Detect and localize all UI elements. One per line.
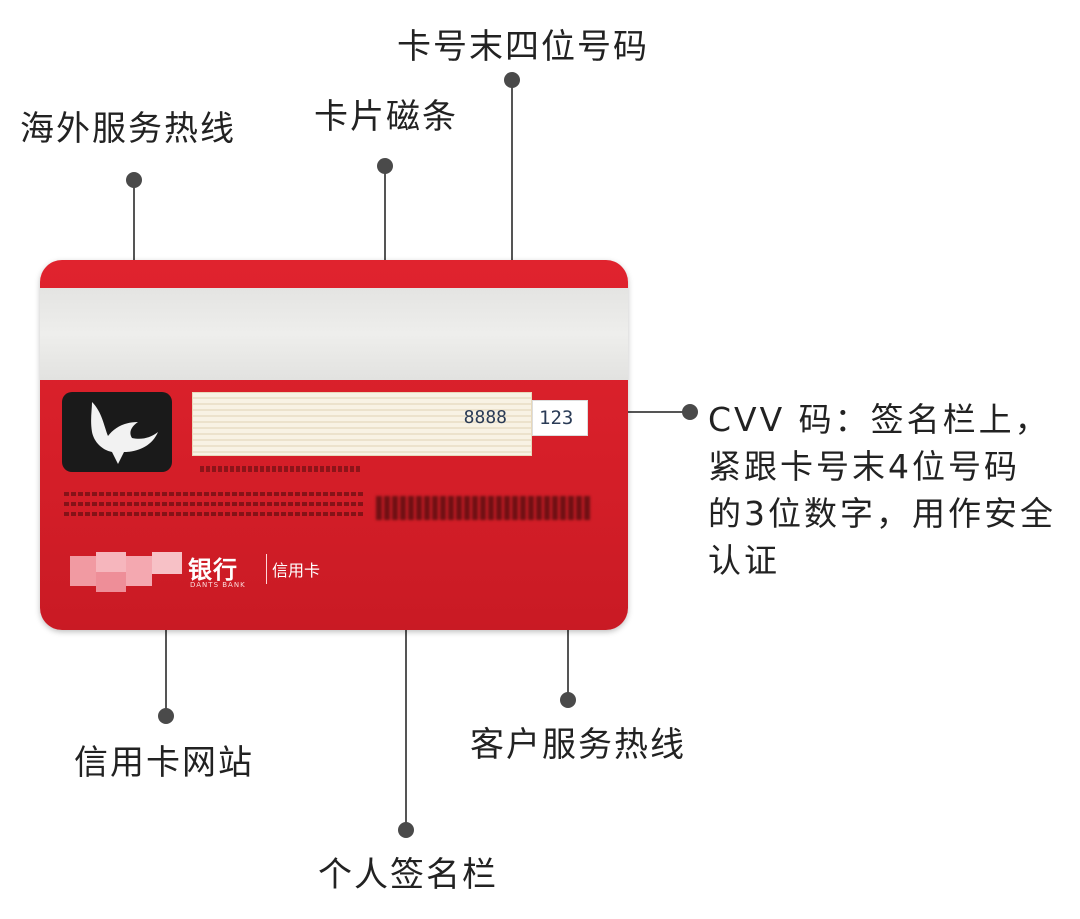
card-product-name: 信用卡 — [272, 561, 321, 580]
cvv-digits: 123 — [539, 407, 574, 429]
label-overseas-hotline: 海外服务热线 — [20, 109, 236, 149]
cvv-explanation: CVV 码：签名栏上， 紧跟卡号末4位号码 的3位数字，用作安全 认证 — [708, 396, 1056, 584]
dot-overseas-hotline — [126, 172, 142, 188]
dot-last4 — [504, 72, 520, 88]
bank-subtitle: DANTS BANK — [190, 581, 246, 589]
card-last4-digits: 8888 — [463, 407, 507, 428]
fine-print-line — [64, 502, 364, 506]
cvv-note-line: 紧跟卡号末4位号码 — [708, 447, 1020, 486]
fine-print-line — [64, 512, 364, 516]
dot-customer-hotline — [560, 692, 576, 708]
label-card-website: 信用卡网站 — [74, 743, 254, 783]
dot-cvv — [682, 404, 698, 420]
hotline-number-printed — [376, 496, 592, 520]
label-magnetic-stripe: 卡片磁条 — [314, 97, 458, 137]
signature-panel: 8888 — [192, 392, 532, 456]
label-signature-panel: 个人签名栏 — [318, 855, 498, 895]
brand-divider — [266, 554, 267, 584]
cvv-note-line: CVV 码：签名栏上， — [708, 400, 1051, 439]
credit-card-back: 8888 123 银行 DANTS BANK 信用卡 — [40, 260, 628, 630]
cvv-note-line: 的3位数字，用作安全 — [708, 494, 1056, 533]
cvv-note-line: 认证 — [708, 541, 780, 580]
dove-hologram — [62, 392, 172, 472]
fine-print-line — [64, 492, 364, 496]
bank-name: 银行 — [188, 555, 238, 584]
dot-magnetic-stripe — [377, 158, 393, 174]
label-customer-hotline: 客户服务热线 — [470, 725, 686, 765]
dove-icon — [91, 402, 158, 464]
fine-print-line — [200, 466, 360, 472]
dot-card-website — [158, 708, 174, 724]
label-card-last4: 卡号末四位号码 — [397, 27, 649, 67]
dot-signature — [398, 822, 414, 838]
magnetic-stripe — [40, 288, 628, 380]
cvv-box: 123 — [532, 400, 588, 436]
